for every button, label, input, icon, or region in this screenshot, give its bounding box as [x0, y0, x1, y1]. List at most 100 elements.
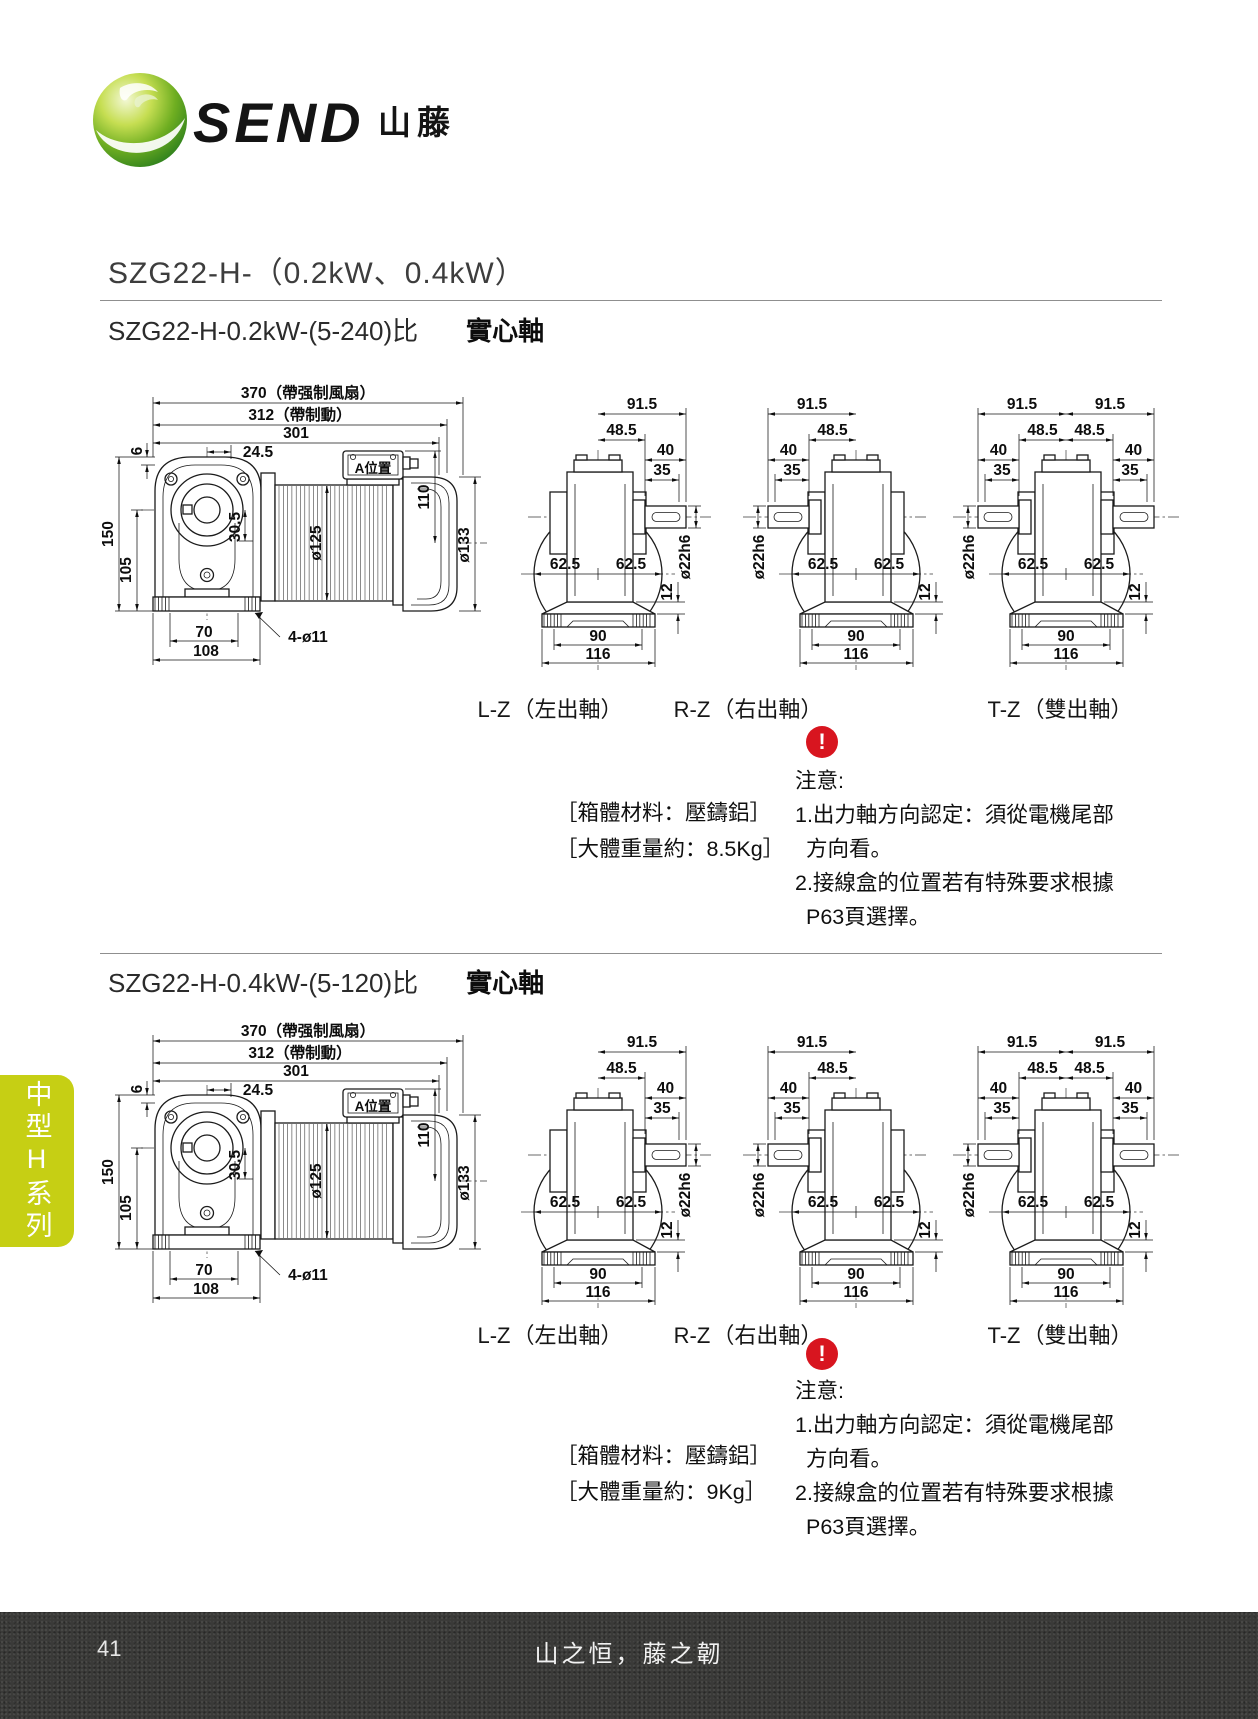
dim-label: 30.5 [227, 512, 244, 543]
dim-label: 312（帶制動） [248, 405, 351, 424]
dim-label: 370（帶强制風扇） [241, 1021, 375, 1040]
dim-label: 62.5 [550, 556, 581, 573]
notice-line: 1.出力軸方向認定：須從電機尾部 [795, 803, 1114, 827]
dim-label: 48.5 [1027, 422, 1058, 439]
dim-label: 108 [193, 1281, 219, 1298]
dim-label: 90 [589, 628, 606, 645]
dim-label: 62.5 [616, 1194, 647, 1211]
dim-label: 48.5 [1074, 422, 1105, 439]
dim-label: 116 [1053, 1284, 1078, 1301]
dim-label: 40 [990, 1080, 1007, 1097]
dim-label: 312（帶制動） [248, 1043, 351, 1062]
notice-line: 方向看。 [806, 1447, 893, 1471]
shaft-type: 實心軸 [466, 968, 545, 998]
view-label-rz: R-Z（右出軸） [673, 697, 823, 722]
dim-label: 35 [653, 1100, 671, 1117]
dim-label: 62.5 [616, 556, 647, 573]
dim-label: 62.5 [874, 1194, 905, 1211]
notice-line: P63頁選擇。 [806, 1515, 931, 1539]
dim-label: 12 [659, 583, 676, 600]
dim-label: 116 [1053, 646, 1078, 663]
material-line: ［箱體材料：壓鑄鋁］ [556, 1444, 772, 1468]
dim-label: 116 [585, 646, 610, 663]
notice-title: 注意: [795, 1379, 844, 1403]
page-number: 41 [97, 1636, 122, 1661]
material-line: ［箱體材料：壓鑄鋁］ [556, 801, 772, 825]
dim-label: A位置 [355, 1098, 392, 1114]
dim-label: ø22h6 [751, 534, 768, 579]
view-label-lz: L-Z（左出軸） [477, 697, 623, 722]
dim-label: 91.5 [1095, 1034, 1126, 1051]
dim-label: 116 [585, 1284, 610, 1301]
brand-name: SEND [193, 91, 365, 154]
dim-label: 91.5 [797, 1034, 828, 1051]
model-code: SZG22-H-0.2kW-(5-240)比 [108, 316, 419, 346]
dim-label: 35 [1121, 462, 1139, 479]
dim-label: 35 [653, 462, 671, 479]
notice-line: 1.出力軸方向認定：須從電機尾部 [795, 1413, 1114, 1437]
notice-line: P63頁選擇。 [806, 905, 931, 929]
view-label-rz: R-Z（右出軸） [673, 1323, 823, 1348]
page-footer: 41 山之恒，藤之韌 [0, 1612, 1258, 1719]
material-note-1: ［箱體材料：壓鑄鋁］ ［大體重量約：9Kg］ [556, 1438, 771, 1510]
section-title-0: SZG22-H-0.2kW-(5-240)比實心軸 [108, 311, 544, 348]
dim-label: 48.5 [817, 1060, 848, 1077]
divider-line [100, 953, 1162, 954]
weight-line: ［大體重量約：9Kg］ [556, 1480, 767, 1504]
dim-label: 40 [657, 442, 674, 459]
dim-label: 4-ø11 [288, 629, 328, 646]
dim-label: 62.5 [1018, 556, 1049, 573]
dim-label: 6 [129, 1084, 146, 1093]
dim-label: 12 [1127, 1221, 1144, 1238]
dim-label: ø22h6 [677, 1172, 694, 1217]
footer-slogan: 山之恒，藤之韌 [534, 1641, 724, 1668]
notice-line: 2.接線盒的位置若有特殊要求根據 [795, 1481, 1114, 1505]
series-tab: 中型H系列 [0, 1075, 74, 1247]
notice-block-1: 注意: 1.出力軸方向認定：須從電機尾部 方向看。 2.接線盒的位置若有特殊要求… [795, 1374, 1114, 1544]
dim-label: 62.5 [874, 556, 905, 573]
dim-label: 108 [193, 643, 219, 660]
dim-label: 12 [659, 1221, 676, 1238]
warning-icon: ! [806, 1338, 838, 1370]
dim-label: 6 [129, 446, 146, 455]
dim-label: 35 [783, 462, 801, 479]
dim-label: 90 [847, 628, 864, 645]
dim-label: 105 [118, 1195, 135, 1221]
dim-label: 35 [1121, 1100, 1139, 1117]
view-label-tz: T-Z（雙出軸） [987, 697, 1133, 722]
dim-label: 62.5 [1018, 1194, 1049, 1211]
dim-label: 62.5 [1084, 556, 1115, 573]
notice-line: 2.接線盒的位置若有特殊要求根據 [795, 871, 1114, 895]
dim-label: 91.5 [1007, 396, 1038, 413]
dim-label: 116 [843, 1284, 868, 1301]
dim-label: 12 [917, 583, 934, 600]
dim-label: 35 [993, 1100, 1011, 1117]
dim-label: 62.5 [808, 556, 839, 573]
view-label-lz: L-Z（左出軸） [477, 1323, 623, 1348]
notice-line: 方向看。 [806, 837, 893, 861]
dim-label: 91.5 [1007, 1034, 1038, 1051]
dim-label: 105 [118, 557, 135, 583]
dim-label: 40 [1125, 1080, 1142, 1097]
brand-name-cn: 山藤 [378, 104, 456, 141]
dim-label: A位置 [355, 460, 392, 476]
model-code: SZG22-H-0.4kW-(5-120)比 [108, 968, 419, 998]
dim-label: ø125 [308, 525, 325, 561]
dim-label: 35 [783, 1100, 801, 1117]
globe-icon [93, 73, 187, 167]
dim-label: 48.5 [817, 422, 848, 439]
dim-label: 62.5 [1084, 1194, 1115, 1211]
section-title-1: SZG22-H-0.4kW-(5-120)比 實心軸 [108, 963, 544, 1000]
dim-label: 62.5 [808, 1194, 839, 1211]
dim-label: 12 [917, 1221, 934, 1238]
dim-label: 48.5 [1027, 1060, 1058, 1077]
dim-label: 70 [195, 624, 212, 641]
dim-label: 40 [990, 442, 1007, 459]
dim-label: ø22h6 [961, 534, 978, 579]
dim-label: 35 [993, 462, 1011, 479]
